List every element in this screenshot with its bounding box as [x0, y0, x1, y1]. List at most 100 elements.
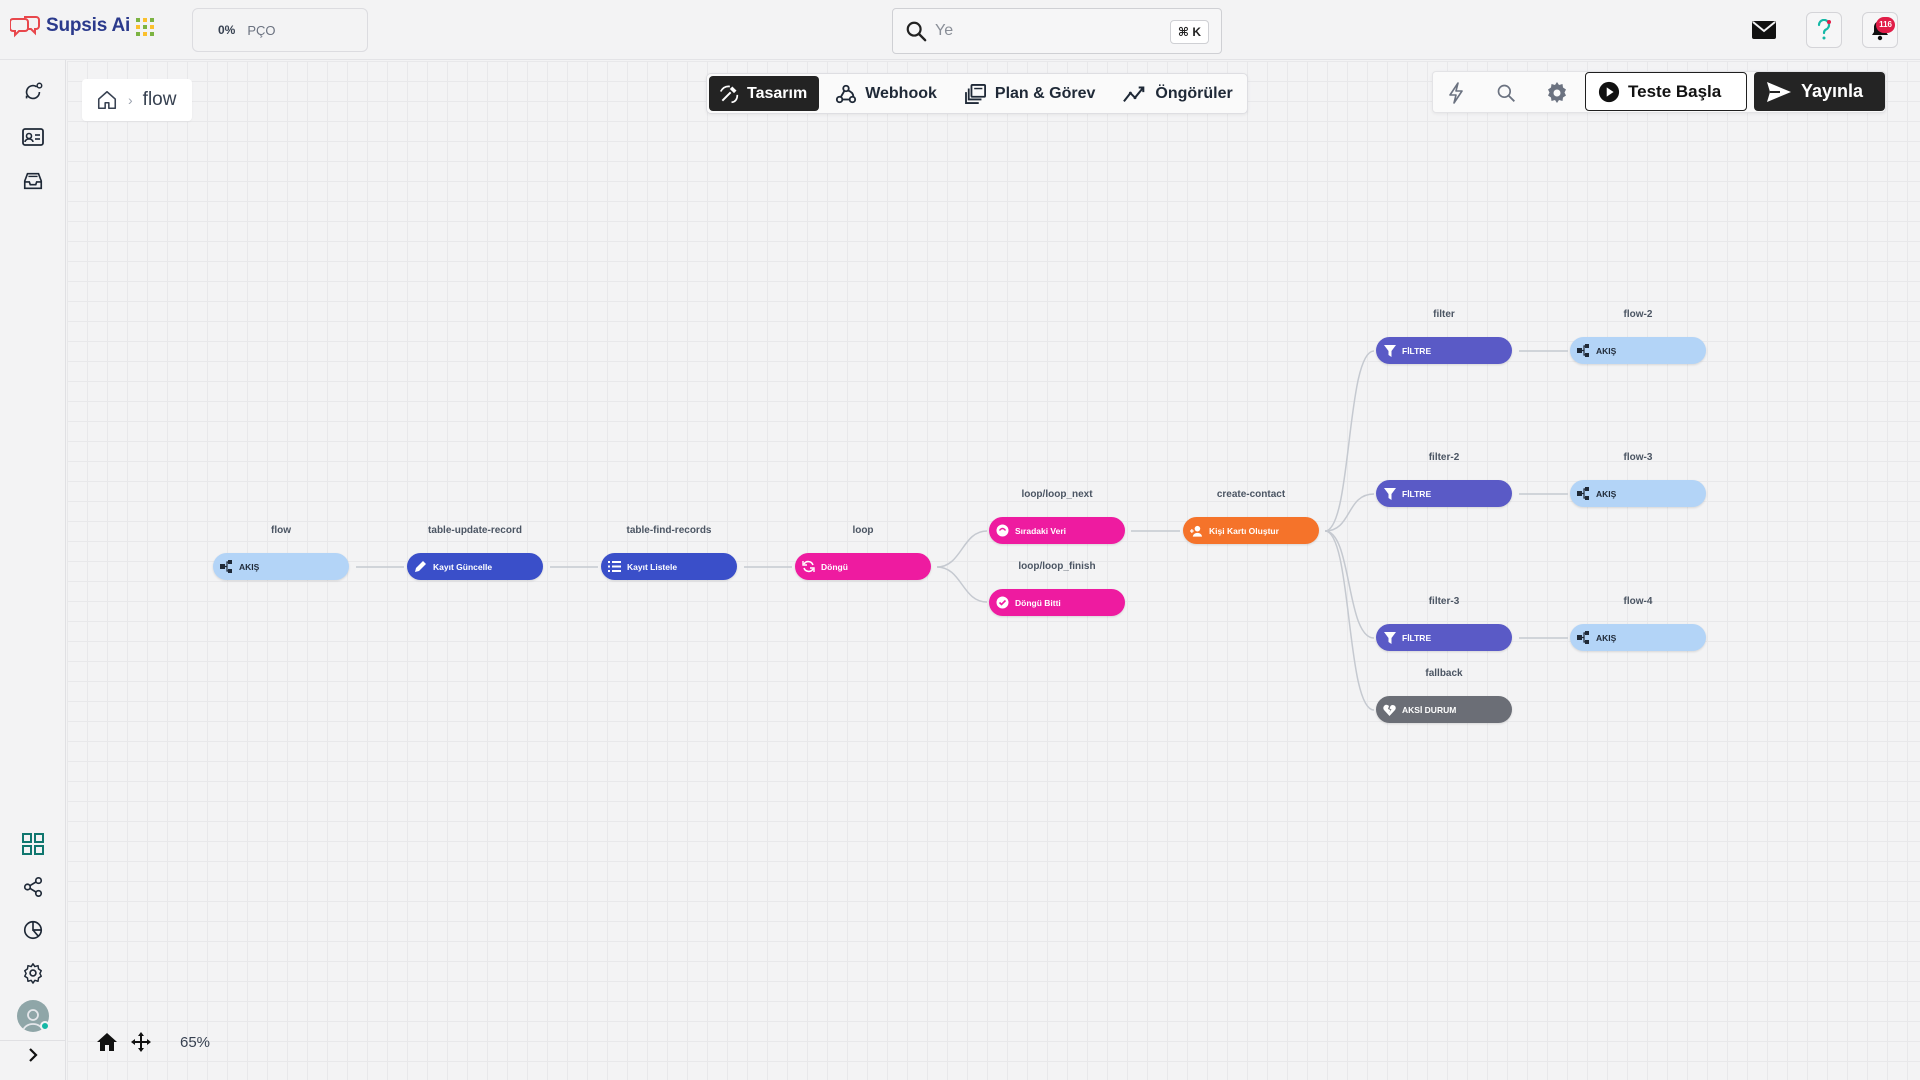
share-nodes-icon: [23, 877, 43, 897]
online-status-dot: [40, 1021, 50, 1031]
node-flow-3[interactable]: AKIŞ: [1570, 480, 1706, 507]
tab-design[interactable]: Tasarım: [709, 76, 820, 111]
zoom-level[interactable]: 65%: [180, 1033, 211, 1051]
tab-design-label: Tasarım: [747, 84, 808, 102]
loop-icon: [802, 560, 815, 573]
usage-indicator[interactable]: 0% PÇO: [192, 8, 368, 52]
app-name: Supsis Ai: [46, 15, 131, 36]
node-filter-3[interactable]: FİLTRE: [1376, 624, 1512, 651]
sidebar-item-reports[interactable]: [17, 914, 49, 946]
help-icon: [1817, 19, 1831, 40]
home-icon[interactable]: [96, 89, 118, 111]
node-loop-label: Döngü: [821, 561, 848, 572]
node-title-filter-2: filter-2: [1428, 452, 1460, 463]
node-title-filter: filter: [1433, 309, 1455, 320]
sidebar-item-inbox[interactable]: [17, 165, 49, 197]
canvas-search-button[interactable]: [1493, 80, 1519, 106]
notification-count-badge: 116: [1876, 17, 1895, 33]
node-title-flow-2: flow-2: [1623, 309, 1653, 320]
send-icon: [1767, 81, 1791, 102]
plan-icon: [964, 83, 986, 104]
home-fit-icon[interactable]: [96, 1032, 118, 1052]
app-logo[interactable]: Supsis Ai: [10, 14, 130, 38]
node-fallback[interactable]: AKSİ DURUM: [1376, 696, 1512, 723]
canvas-settings-button[interactable]: [1544, 80, 1570, 106]
tab-webhook[interactable]: Webhook: [825, 76, 949, 111]
breadcrumb: › flow: [82, 79, 193, 121]
move-arrows-icon[interactable]: [130, 1031, 152, 1053]
canvas-controls: 65%: [82, 1022, 230, 1062]
help-button[interactable]: [1806, 12, 1842, 48]
contact-card-icon: [22, 128, 44, 146]
sidebar-item-conversations[interactable]: [17, 76, 49, 108]
global-search[interactable]: ⌘ K: [892, 8, 1222, 54]
tab-insights[interactable]: Öngörüler: [1113, 76, 1244, 111]
tab-plan[interactable]: Plan & Görev: [955, 76, 1107, 111]
mail-icon[interactable]: [1746, 12, 1782, 48]
search-input[interactable]: [935, 22, 1155, 40]
start-test-button[interactable]: Teste Başla: [1585, 72, 1747, 111]
list-icon: [608, 560, 621, 573]
node-filter-3-label: FİLTRE: [1402, 632, 1432, 643]
node-flow-4-label: AKIŞ: [1596, 632, 1617, 643]
sidebar-divider: [0, 1040, 66, 1041]
node-table-find-records[interactable]: Kayıt Listele: [601, 553, 737, 580]
flow-branch-icon: [1577, 631, 1590, 644]
node-create-contact-label: Kişi Kartı Oluştur: [1209, 525, 1279, 536]
node-flow-2[interactable]: AKIŞ: [1570, 337, 1706, 364]
node-create-contact[interactable]: Kişi Kartı Oluştur: [1183, 517, 1319, 544]
search-icon: [906, 21, 927, 42]
view-tabs: Tasarım Webhook Plan & Görev Öngörüler: [706, 73, 1248, 114]
node-flow-4[interactable]: AKIŞ: [1570, 624, 1706, 651]
node-flow[interactable]: AKIŞ: [213, 553, 349, 580]
flow-canvas[interactable]: [67, 61, 1920, 1080]
breadcrumb-separator: ›: [128, 92, 133, 108]
chevron-right-icon: [29, 1048, 38, 1062]
node-filter[interactable]: FİLTRE: [1376, 337, 1512, 364]
design-icon: [719, 85, 739, 103]
sidebar-item-contacts[interactable]: [17, 121, 49, 153]
filter-icon: [1383, 344, 1396, 357]
inbox-tray-icon: [23, 172, 43, 190]
publish-button[interactable]: Yayınla: [1754, 72, 1885, 111]
node-table-update-record[interactable]: Kayıt Güncelle: [407, 553, 543, 580]
node-table-update-record-label: Kayıt Güncelle: [433, 561, 493, 572]
node-filter-2-label: FİLTRE: [1402, 488, 1432, 499]
check-circle-icon: [996, 596, 1009, 609]
node-title-loop-finish: loop/loop_finish: [1018, 561, 1096, 572]
node-loop-next[interactable]: Sıradaki Veri: [989, 517, 1125, 544]
breadcrumb-current[interactable]: flow: [142, 89, 177, 110]
gear-icon: [24, 963, 42, 984]
pie-chart-icon: [23, 920, 43, 940]
node-filter-2[interactable]: FİLTRE: [1376, 480, 1512, 507]
publish-label: Yayınla: [1801, 81, 1864, 101]
node-title-flow-3: flow-3: [1623, 452, 1653, 463]
lightning-icon: [1449, 82, 1463, 104]
tab-plan-label: Plan & Görev: [994, 84, 1096, 102]
gear-icon: [1548, 82, 1566, 103]
flow-branch-icon: [1577, 487, 1590, 500]
flow-branch-icon: [220, 560, 233, 573]
node-flow-label: AKIŞ: [239, 561, 260, 572]
node-title-table-find-records: table-find-records: [626, 525, 712, 536]
sidebar-item-settings[interactable]: [17, 957, 49, 989]
sidebar-item-dashboard[interactable]: [17, 828, 49, 860]
node-filter-label: FİLTRE: [1402, 345, 1432, 356]
sidebar-expand-button[interactable]: [17, 1039, 49, 1071]
next-circle-icon: [996, 524, 1009, 537]
node-loop[interactable]: Döngü: [795, 553, 931, 580]
insights-icon: [1123, 86, 1145, 102]
node-title-flow: flow: [271, 525, 291, 536]
filter-icon: [1383, 631, 1396, 644]
broken-heart-icon: [1383, 703, 1396, 716]
search-icon: [1497, 84, 1515, 102]
quick-action-button[interactable]: [1443, 80, 1469, 106]
tab-webhook-label: Webhook: [865, 84, 937, 102]
notifications-button[interactable]: 116: [1862, 12, 1898, 48]
usage-label: PÇO: [247, 22, 276, 38]
apps-grid-icon[interactable]: [136, 18, 154, 41]
node-flow-2-label: AKIŞ: [1596, 345, 1617, 356]
sidebar-item-flows[interactable]: [17, 871, 49, 903]
node-loop-finish[interactable]: Döngü Bitti: [989, 589, 1125, 616]
node-table-find-records-label: Kayıt Listele: [627, 561, 678, 572]
